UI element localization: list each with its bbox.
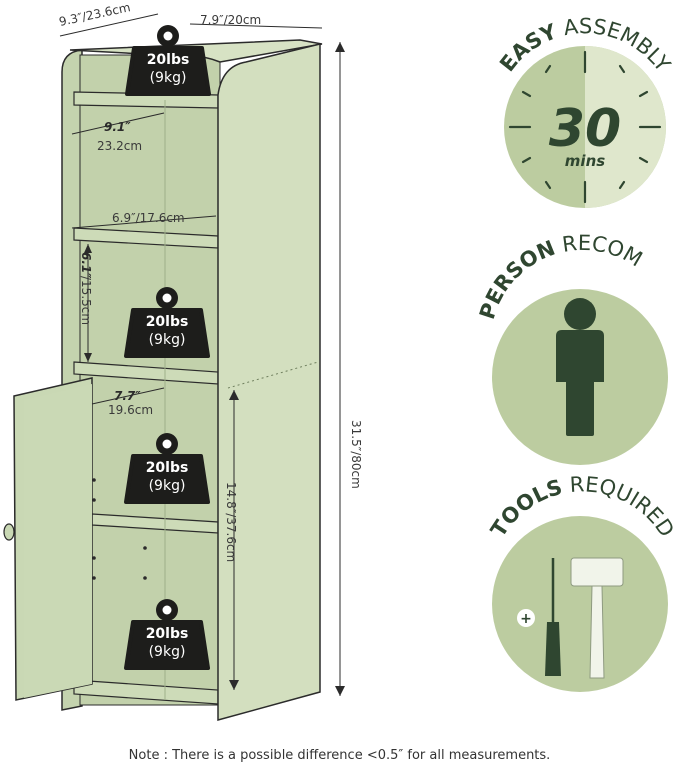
inner-depth-value: 7.7″ <box>114 389 141 403</box>
tools-circle <box>492 516 668 692</box>
shelf-height-cm: /15.5cm <box>79 276 93 325</box>
weight-icon-top: 20lbs (9kg) <box>125 23 211 96</box>
weight-low-kg: (9kg) <box>149 478 186 494</box>
easy-assembly-badge: EASY ASSEMBLY 30 mins <box>495 14 675 208</box>
plus-badge: + <box>517 609 535 627</box>
shelf-depth-cm: 23.2cm <box>97 139 142 153</box>
shelf-depth-value: 9.1″ <box>104 120 131 134</box>
inner-height-label: 14.8″/37.6cm <box>224 482 238 562</box>
weight-icon-bottom: 20lbs (9kg) <box>124 597 210 670</box>
tools-required-badge: TOOLS REQUIRED + <box>486 472 679 692</box>
weight-bottom-kg: (9kg) <box>149 644 186 660</box>
shelf-height-value: 6.1″ <box>79 252 93 279</box>
weight-bottom-lbs: 20lbs <box>146 626 189 642</box>
top-depth-label: 9.3″/23.6cm <box>58 0 132 29</box>
screwdriver-icon <box>545 558 561 676</box>
weight-mid-kg: (9kg) <box>149 332 186 348</box>
plus-sign: + <box>520 611 532 627</box>
weight-low-lbs: 20lbs <box>146 460 189 476</box>
weight-top-lbs: 20lbs <box>147 52 190 68</box>
inner-depth-cm: 19.6cm <box>108 403 153 417</box>
weight-top-kg: (9kg) <box>150 70 187 86</box>
hammer-icon <box>570 557 624 679</box>
dimension-arrows <box>84 42 345 696</box>
measurement-note: Note : There is a possible difference <0… <box>128 748 551 763</box>
top-width-label: 7.9″/20cm <box>200 13 261 27</box>
cabinet-illustration <box>3 39 323 721</box>
assembly-minutes: 30 <box>549 99 621 159</box>
total-height-label: 31.5″/80cm <box>349 420 363 489</box>
weight-icon-mid: 20lbs (9kg) <box>124 285 210 358</box>
shelf-width-label: 6.9″/17.6cm <box>112 211 185 225</box>
dimension-lines <box>59 13 341 696</box>
person-icon <box>556 298 604 436</box>
clock-icon <box>508 50 662 204</box>
weight-mid-lbs: 20lbs <box>146 314 189 330</box>
assembly-unit: mins <box>565 152 605 170</box>
weight-icon-low: 20lbs (9kg) <box>124 431 210 504</box>
